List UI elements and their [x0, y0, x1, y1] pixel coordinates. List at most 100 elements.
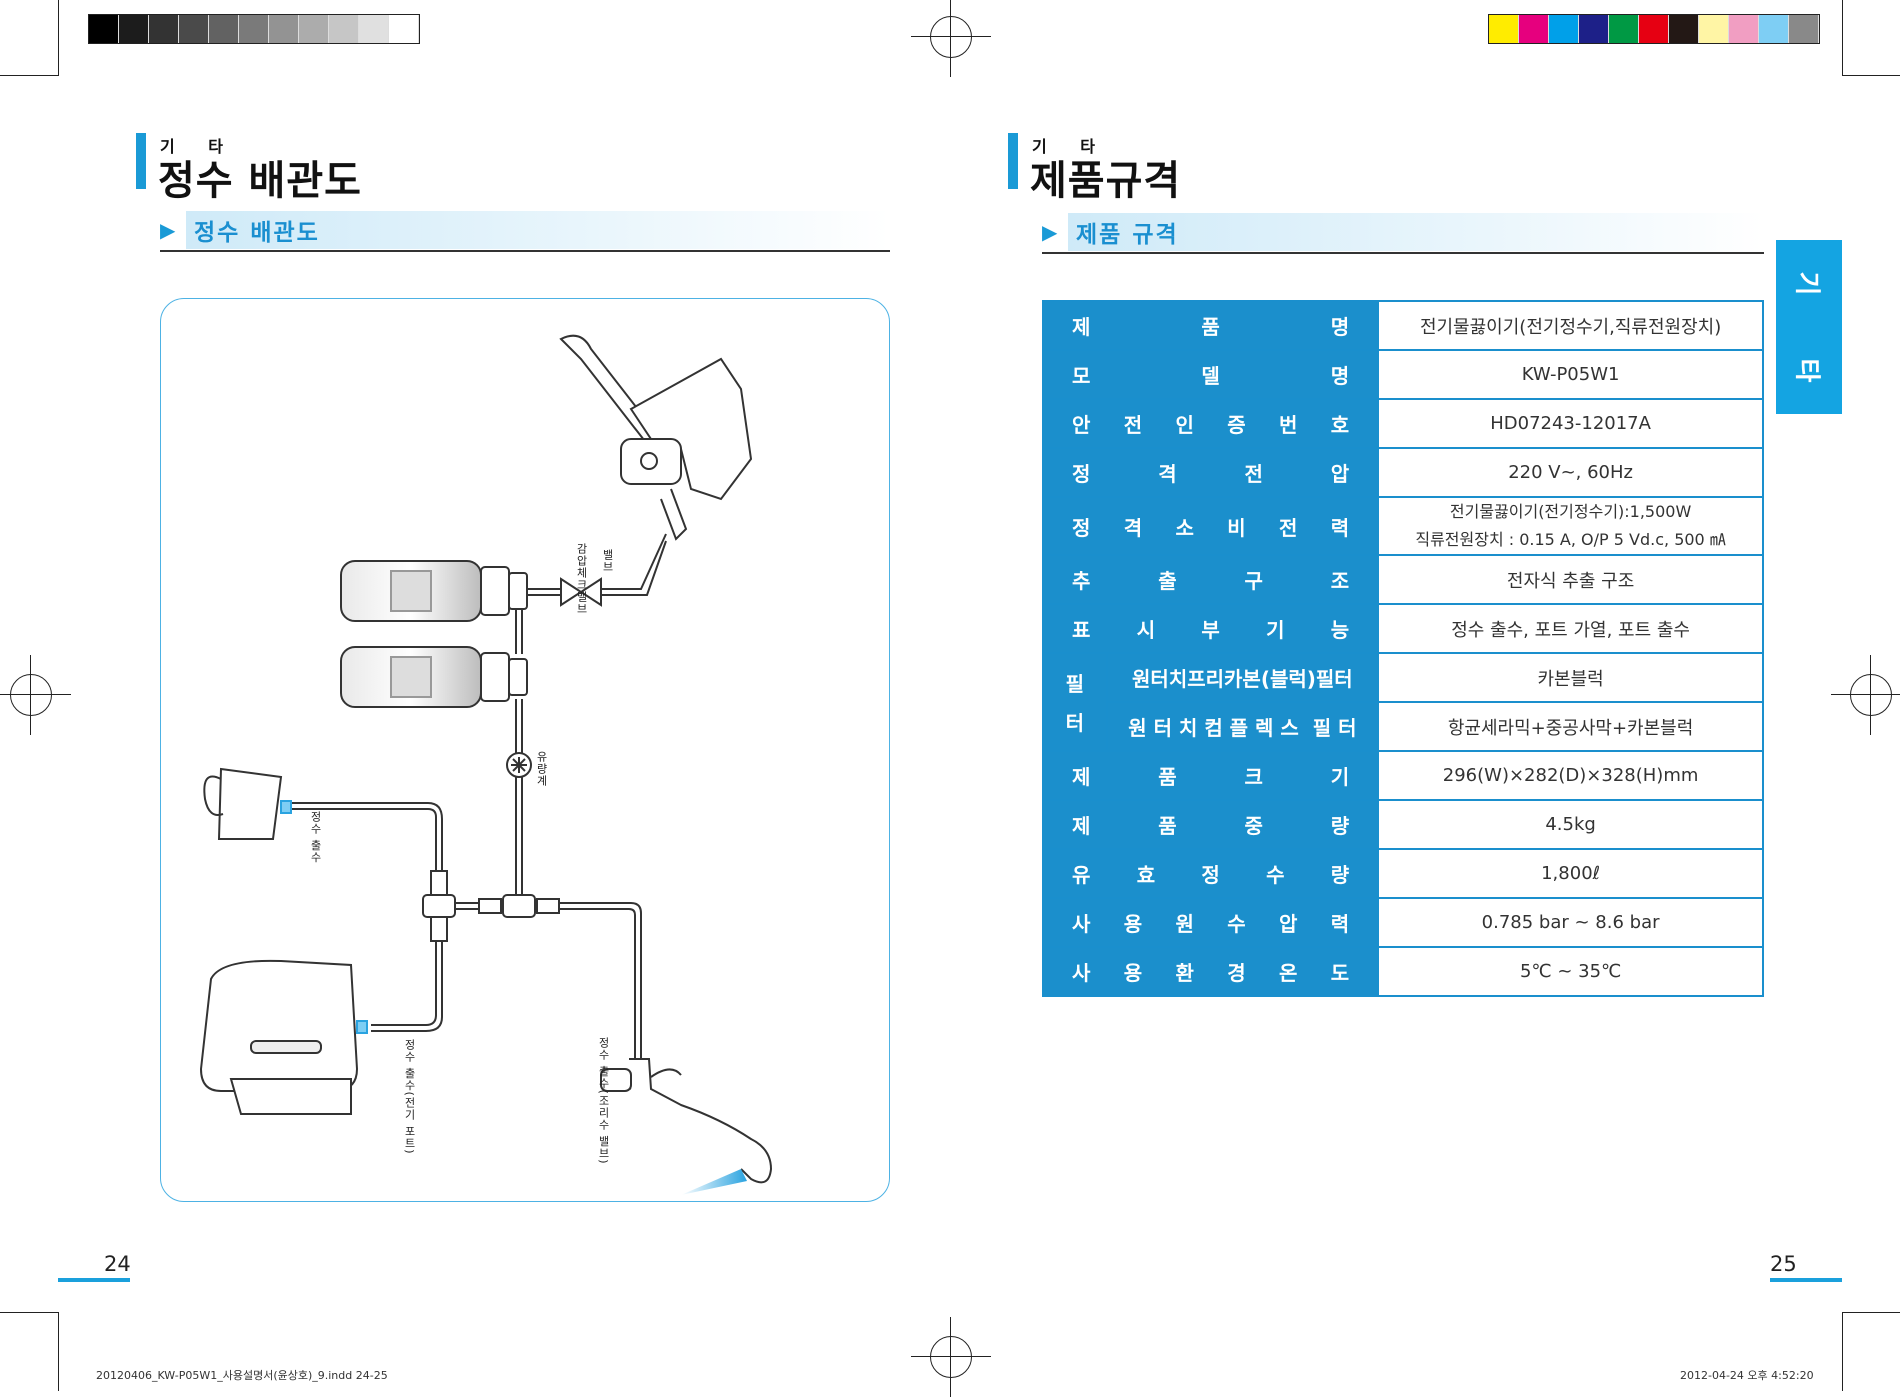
spec-label-char: 수 — [1266, 863, 1285, 887]
page-number-rule — [1770, 1278, 1842, 1282]
crop-mark — [1842, 75, 1900, 76]
subsection-title: 제품 규격 — [1068, 213, 1764, 251]
spec-label-char: 번 — [1279, 413, 1298, 437]
gray-color-bar — [88, 14, 420, 44]
pipe — [559, 902, 642, 1059]
gray-swatch — [179, 15, 209, 43]
spec-label-char: 추 — [1072, 569, 1091, 593]
side-tab-char: 기 — [1791, 271, 1822, 296]
triangle-icon: ▶ — [160, 218, 176, 242]
spec-label-char: 모 — [1072, 364, 1091, 388]
kettle-outlet-label: 정수 출수(전기 포트) — [403, 1039, 416, 1155]
spec-value: 4.5kg — [1377, 799, 1764, 850]
cup — [217, 767, 283, 840]
process-swatch — [1579, 15, 1609, 43]
spec-value: 전기물끓이기(전기정수기,직류전원장치) — [1377, 300, 1764, 351]
spec-value: 전자식 추출 구조 — [1377, 554, 1764, 605]
flow-meter-label: 유량계 — [535, 751, 548, 787]
page-title: 정수 배관도 — [158, 158, 362, 204]
side-tab-char: 타 — [1791, 358, 1822, 383]
faucet-outlet-label: 정수 출수(조리수 밸브) — [597, 1037, 610, 1165]
spec-value: 296(W)×282(D)×328(H)mm — [1377, 750, 1764, 801]
spec-value: HD07243-12017A — [1377, 398, 1764, 449]
spec-label-char: 명 — [1330, 315, 1350, 339]
subsection-header: ▶ 정수 배관도 — [160, 210, 890, 252]
spec-label-char: 출 — [1158, 569, 1177, 593]
spec-value-text: 정수 출수, 포트 가열, 포트 출수 — [1451, 619, 1690, 641]
spec-row: 제 품 명 전기물끓이기(전기정수기,직류전원장치) — [1041, 300, 1764, 351]
spec-value: 5℃ ~ 35℃ — [1377, 946, 1764, 997]
spec-label-char: 호 — [1330, 413, 1350, 437]
crop-mark — [0, 75, 58, 76]
spec-label-char: 정 — [1201, 863, 1220, 887]
spec-value: KW-P05W1 — [1377, 349, 1764, 400]
gray-swatch — [89, 15, 119, 43]
filter-label: 원터치프리카본(블럭)필터 — [1105, 652, 1380, 703]
spec-label-char: 크 — [1244, 765, 1263, 789]
faucet-base — [620, 438, 682, 485]
spec-label-char: 력 — [1330, 515, 1350, 540]
electric-kettle — [199, 959, 359, 1092]
spec-value: 220 V~, 60Hz — [1377, 447, 1764, 498]
spec-label-char: 제 — [1072, 765, 1091, 789]
spec-label-char: 명 — [1330, 364, 1350, 388]
spec-value: 0.785 bar ~ 8.6 bar — [1377, 897, 1764, 948]
spec-label-char: 정 — [1072, 462, 1091, 486]
page-number-rule — [58, 1278, 130, 1282]
filter-value: 항균세라믹+중공사막+카본블럭 — [1377, 701, 1764, 752]
registration-mark — [1831, 655, 1900, 735]
spec-label-char: 효 — [1136, 863, 1156, 887]
registration-mark — [0, 655, 71, 735]
spec-label-char: 력 — [1330, 912, 1350, 936]
spec-label-char: 환 — [1175, 961, 1194, 985]
process-swatch — [1639, 15, 1669, 43]
spec-label-char: 기 — [1266, 618, 1285, 642]
gray-swatch — [149, 15, 179, 43]
spec-label-char: 구 — [1244, 569, 1263, 593]
section-category: 기 타 — [1032, 137, 1110, 156]
spec-label-char: 인 — [1175, 413, 1194, 437]
process-swatch — [1699, 15, 1729, 43]
spec-label-char: 제 — [1072, 315, 1091, 339]
spec-label-char: 도 — [1330, 961, 1350, 985]
check-valve-label: 감압체크밸브 — [575, 543, 588, 615]
gray-swatch — [359, 15, 389, 43]
check-valve — [560, 577, 602, 607]
spec-label-char: 제 — [1072, 814, 1091, 838]
spec-label-char: 압 — [1279, 912, 1298, 936]
spec-label-char: 압 — [1330, 462, 1350, 486]
spec-label-char: 수 — [1227, 912, 1246, 936]
crop-mark — [1842, 1312, 1900, 1313]
process-swatch — [1789, 15, 1819, 43]
subsection-header: ▶ 제품 규격 — [1042, 212, 1764, 254]
spec-value-text: 220 V~, 60Hz — [1508, 462, 1633, 483]
section-marker — [136, 133, 146, 189]
spec-label-char: 안 — [1072, 413, 1091, 437]
spec-value-text: 1,800ℓ — [1541, 863, 1601, 884]
spec-label-char: 격 — [1123, 515, 1143, 540]
pipe — [371, 941, 443, 1032]
triangle-icon: ▶ — [1042, 220, 1058, 244]
crop-mark — [1842, 1312, 1843, 1391]
spec-label-char: 경 — [1227, 961, 1246, 985]
valve-label: 밸브 — [601, 549, 614, 573]
spec-label-char: 부 — [1201, 618, 1220, 642]
side-index-tab: 기 타 — [1776, 240, 1842, 414]
spec-label-char: 비 — [1227, 515, 1246, 540]
spec-label-char: 품 — [1201, 315, 1220, 339]
crop-mark — [0, 1312, 58, 1313]
spec-label-char: 사 — [1072, 961, 1091, 985]
